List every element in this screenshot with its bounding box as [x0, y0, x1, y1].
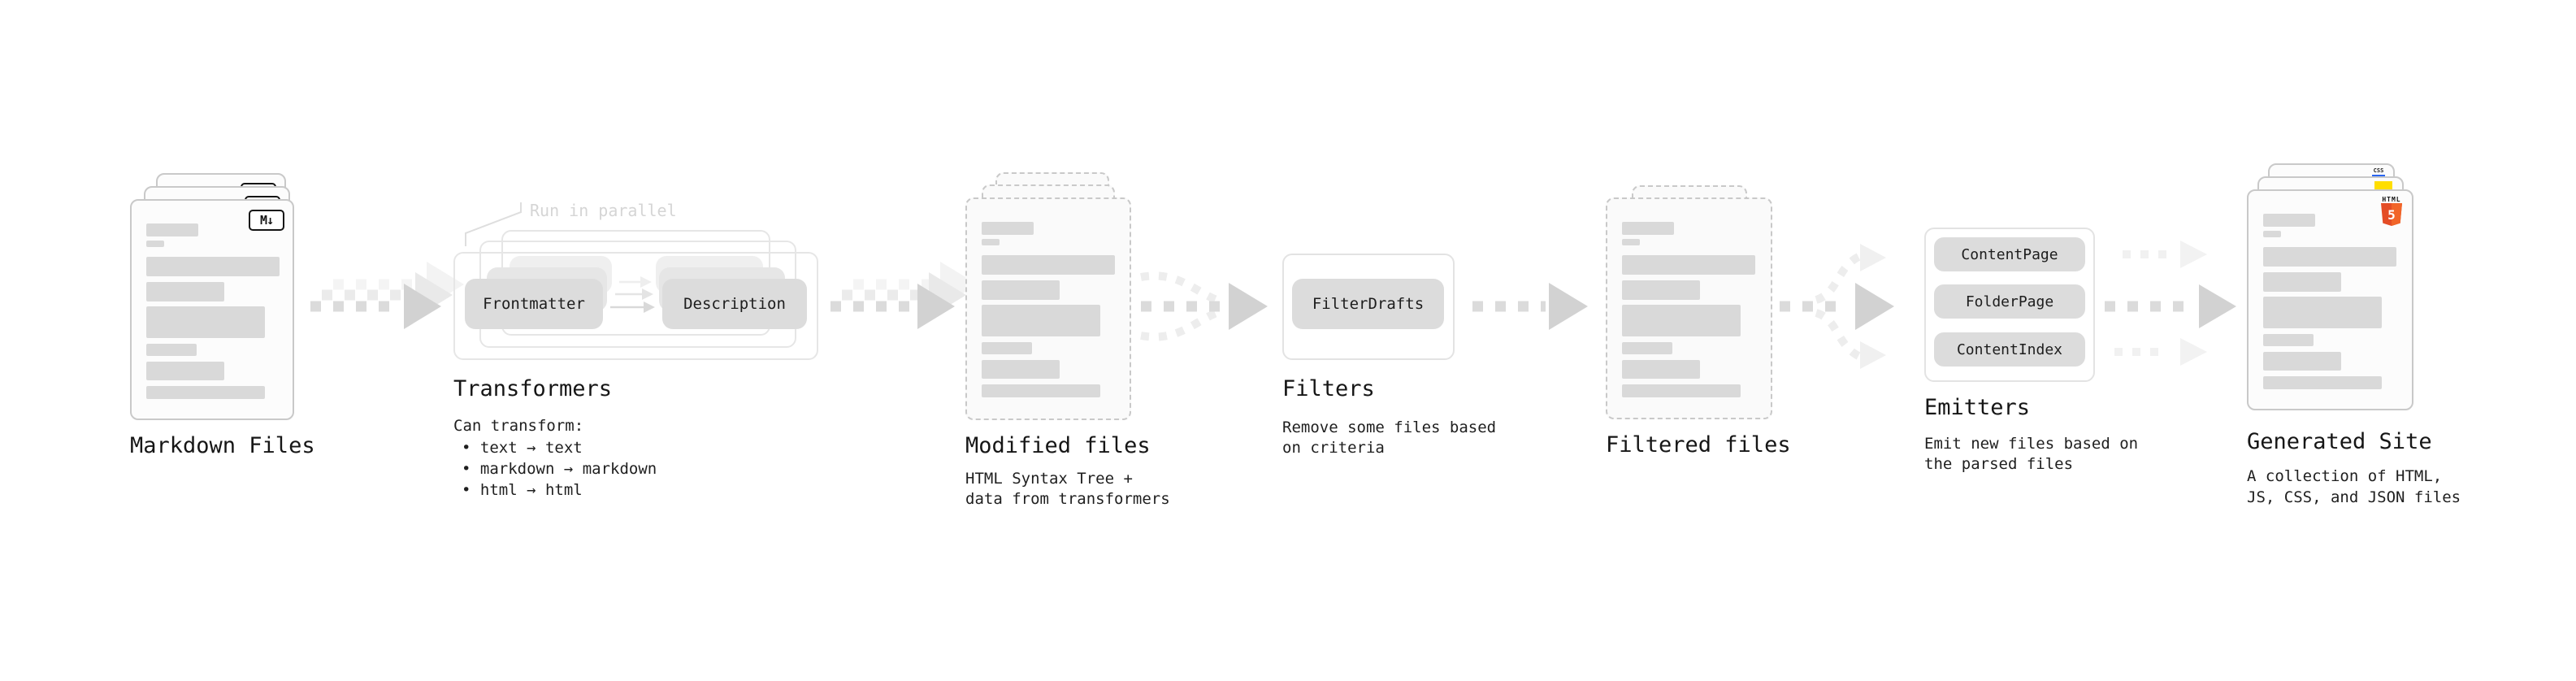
- javascript-icon: [2374, 181, 2392, 190]
- generated-site-note: A collection of HTML,: [2247, 467, 2443, 485]
- generated-file-card-front: HTML 5: [2247, 189, 2413, 410]
- transformer-description-box: Description: [662, 279, 807, 329]
- css-icon-underline: [2372, 175, 2385, 177]
- run-in-parallel-annotation: Run in parallel: [530, 201, 677, 220]
- placeholder-line: [982, 280, 1060, 300]
- placeholder-line: [146, 282, 224, 301]
- filter-drafts-label: FilterDrafts: [1312, 295, 1425, 313]
- placeholder-line: [146, 362, 224, 380]
- placeholder-line: [146, 241, 164, 247]
- arrow-filtered-to-emitters: [1780, 244, 1894, 369]
- placeholder-line: [982, 255, 1115, 275]
- placeholder-line: [1622, 305, 1741, 336]
- placeholder-line: [1622, 222, 1674, 235]
- placeholder-line: [2263, 231, 2281, 237]
- transformer-description-label: Description: [683, 295, 786, 313]
- svg-text:5: 5: [2387, 207, 2396, 223]
- transformers-bullet: • text → text: [462, 439, 583, 457]
- placeholder-line: [2263, 334, 2314, 346]
- placeholder-line: [982, 384, 1100, 397]
- emitter-contentindex-box: ContentIndex: [1934, 332, 2085, 367]
- generated-site-note: JS, CSS, and JSON files: [2247, 488, 2461, 506]
- emitter-contentindex-label: ContentIndex: [1956, 340, 2063, 358]
- markdown-file-card-front: M↓: [130, 199, 294, 420]
- placeholder-line: [982, 342, 1032, 354]
- stage-label-modified-files: Modified files: [965, 433, 1151, 458]
- placeholder-line: [146, 386, 265, 399]
- stage-label-generated-site: Generated Site: [2247, 429, 2432, 454]
- transformer-parallel-arrows: [610, 276, 655, 313]
- transformers-bullet: • html → html: [462, 481, 583, 499]
- placeholder-line: [2263, 352, 2341, 371]
- stage-label-filters: Filters: [1282, 376, 1375, 401]
- placeholder-line: [1622, 255, 1755, 275]
- arrow-transformers-to-modified: [830, 262, 978, 329]
- document-placeholder-lines: [146, 223, 280, 399]
- stage-label-markdown-files: Markdown Files: [130, 433, 315, 458]
- placeholder-line: [1622, 280, 1700, 300]
- filter-drafts-box: FilterDrafts: [1292, 279, 1444, 329]
- modified-files-note: data from transformers: [965, 490, 1170, 508]
- arrows-emitters-to-site: [2105, 241, 2236, 366]
- placeholder-line: [1622, 342, 1672, 354]
- placeholder-line: [2263, 376, 2382, 389]
- placeholder-line: [982, 305, 1100, 336]
- modified-file-card-front: [965, 197, 1131, 420]
- document-placeholder-lines: [982, 222, 1115, 397]
- emitter-contentpage-box: ContentPage: [1934, 237, 2085, 271]
- emitter-folderpage-label: FolderPage: [1965, 293, 2054, 310]
- filters-note: Remove some files based: [1282, 419, 1497, 436]
- placeholder-line: [982, 222, 1034, 235]
- placeholder-line: [146, 257, 280, 276]
- arrow-modified-to-filters: [1140, 271, 1268, 341]
- modified-files-note: HTML Syntax Tree +: [965, 470, 1133, 488]
- filters-note: on criteria: [1282, 439, 1385, 457]
- placeholder-line: [2263, 297, 2382, 328]
- arrow-filters-to-filtered: [1472, 283, 1588, 330]
- placeholder-line: [1622, 239, 1640, 245]
- placeholder-line: [2263, 247, 2396, 267]
- css-icon: CSS: [2372, 168, 2385, 177]
- placeholder-line: [146, 344, 197, 356]
- html5-icon-word: HTML: [2382, 196, 2401, 203]
- transformer-frontmatter-label: Frontmatter: [483, 295, 585, 313]
- html5-icon: HTML 5: [2381, 196, 2402, 229]
- filtered-file-card-front: [1606, 197, 1772, 419]
- arrow-markdown-to-transformers: [310, 262, 464, 329]
- stage-label-emitters: Emitters: [1924, 395, 2031, 420]
- placeholder-line: [1622, 384, 1741, 397]
- run-in-parallel-leader-line: [465, 202, 522, 246]
- transformer-frontmatter-box: Frontmatter: [465, 279, 603, 329]
- markdown-icon: M↓: [249, 210, 284, 231]
- html5-icon-shield: 5: [2381, 203, 2402, 226]
- document-placeholder-lines: [1622, 222, 1755, 397]
- emitter-contentpage-label: ContentPage: [1961, 245, 2058, 263]
- document-placeholder-lines: [2263, 214, 2396, 389]
- placeholder-line: [2263, 214, 2315, 227]
- stage-label-filtered-files: Filtered files: [1606, 432, 1791, 458]
- transformers-bullet: • markdown → markdown: [462, 460, 657, 478]
- transformers-outline-front: [453, 252, 818, 360]
- transformers-note-title: Can transform:: [453, 417, 584, 435]
- emitter-folderpage-box: FolderPage: [1934, 284, 2085, 319]
- placeholder-line: [982, 239, 1000, 245]
- placeholder-line: [982, 360, 1060, 379]
- stage-label-transformers: Transformers: [453, 376, 613, 401]
- emitters-note: Emit new files based on: [1924, 435, 2139, 453]
- placeholder-line: [1622, 360, 1700, 379]
- placeholder-line: [146, 306, 265, 338]
- emitters-note: the parsed files: [1924, 455, 2074, 473]
- placeholder-line: [2263, 272, 2341, 292]
- placeholder-line: [146, 223, 198, 236]
